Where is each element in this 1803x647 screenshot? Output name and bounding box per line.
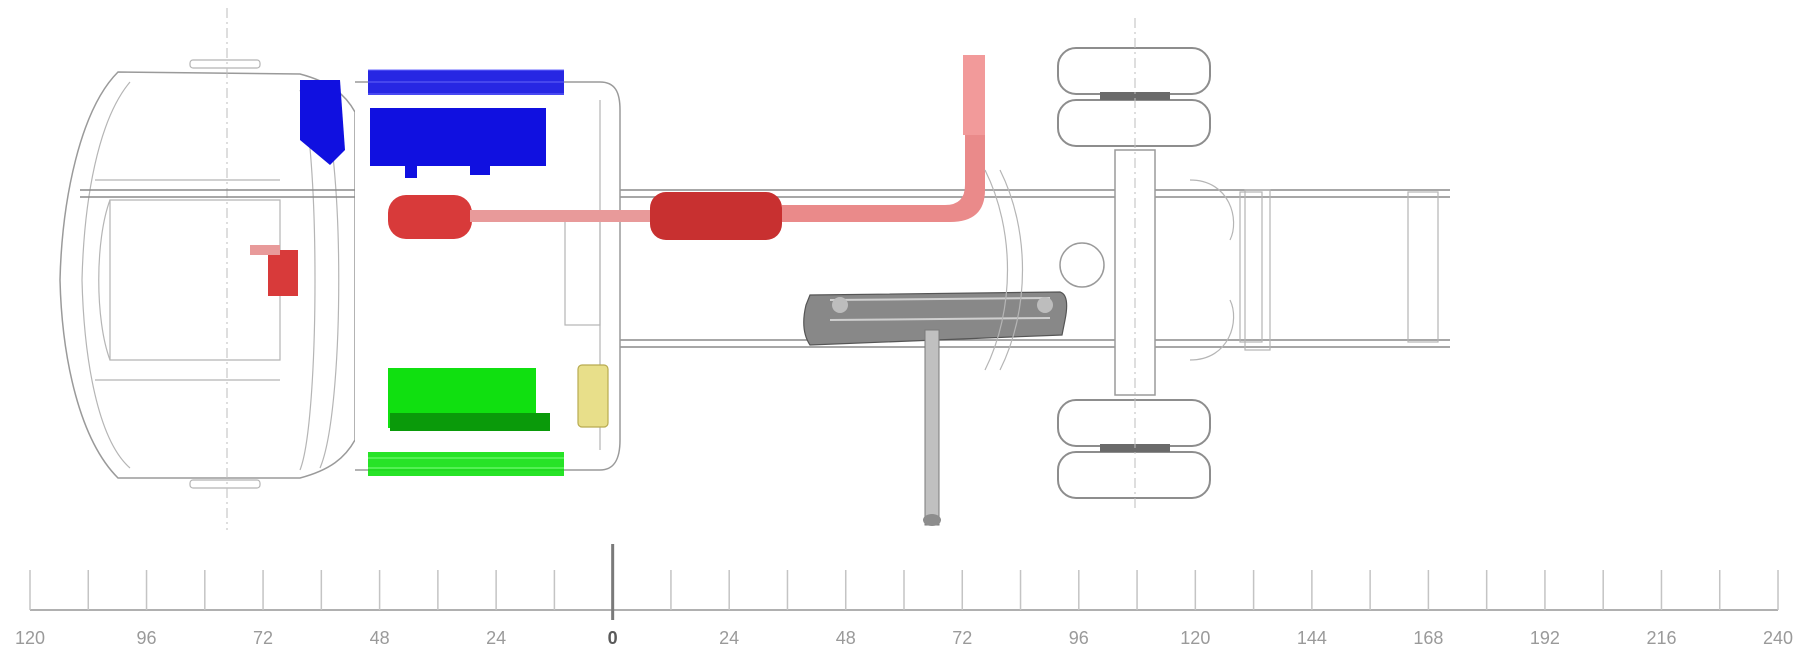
ruler-label: 24 [719,628,739,647]
ruler-label: 120 [15,628,45,647]
ruler-label: 24 [486,628,506,647]
cab-outline [59,59,356,489]
ruler-label: 240 [1763,628,1793,647]
ruler-label: 216 [1646,628,1676,647]
ruler-label: 144 [1297,628,1327,647]
blue-component [300,69,564,178]
ruler-origin-label: 0 [608,628,618,647]
rear-axle-assembly [984,47,1271,499]
ruler-label: 120 [1180,628,1210,647]
ruler-label: 48 [836,628,856,647]
ruler-label: 192 [1530,628,1560,647]
ruler-label: 96 [1069,628,1089,647]
ruler-label: 96 [137,628,157,647]
red-exhaust-system [250,55,985,296]
fuel-tank [803,291,1068,526]
ruler-label: 72 [253,628,273,647]
ruler-label: 168 [1413,628,1443,647]
ruler-label: 72 [952,628,972,647]
green-component [368,368,564,476]
ruler-label: 48 [370,628,390,647]
yellow-component [577,364,609,428]
